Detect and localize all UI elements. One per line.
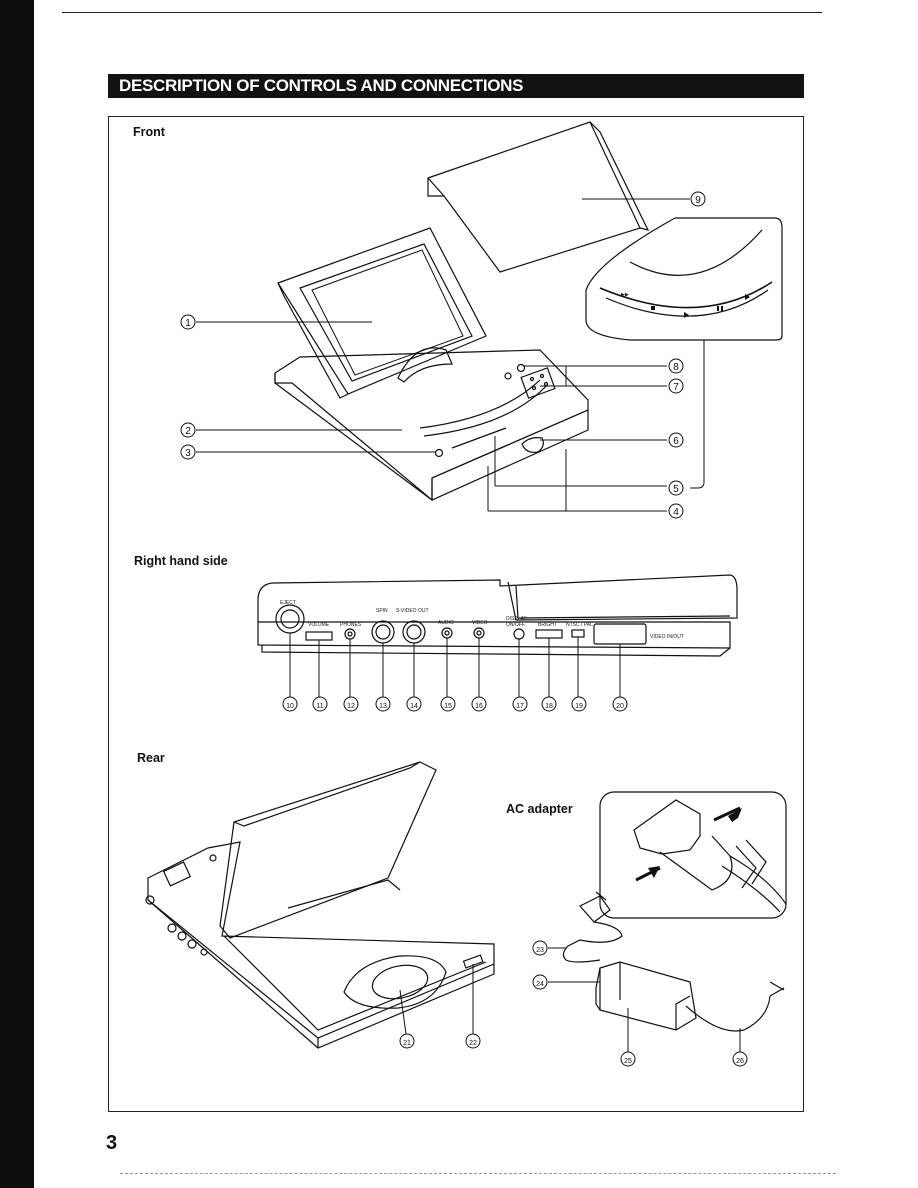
control-detail: ▶▶ bbox=[585, 217, 783, 341]
callout-20: 20 bbox=[612, 696, 628, 712]
front-view: ▶▶ bbox=[196, 121, 783, 512]
svg-text:11: 11 bbox=[316, 703, 323, 710]
callout-18: 18 bbox=[541, 696, 557, 712]
svg-text:10: 10 bbox=[286, 703, 294, 710]
svg-text:1: 1 bbox=[185, 318, 191, 329]
svg-text:12: 12 bbox=[347, 703, 355, 710]
svg-text:26: 26 bbox=[736, 1058, 744, 1065]
svg-text:7: 7 bbox=[673, 382, 679, 393]
video-in-out-label: VIDEO IN/OUT bbox=[650, 634, 684, 640]
callout-3: 3 bbox=[180, 444, 196, 460]
svg-text:4: 4 bbox=[673, 507, 679, 518]
callout-2: 2 bbox=[180, 422, 196, 438]
callout-11: 11 bbox=[312, 696, 328, 712]
bright-label: BRIGHT bbox=[538, 622, 557, 628]
svg-text:25: 25 bbox=[624, 1058, 632, 1065]
ntsc-pal-label: NTSC / PAL bbox=[566, 622, 593, 628]
audio-label: AUDIO bbox=[438, 620, 454, 626]
callout-10: 10 bbox=[282, 696, 298, 712]
callout-markers: 1 2 3 4 5 6 7 8 9 10 11 12 13 14 15 16 1… bbox=[180, 191, 748, 1067]
lid-illustration bbox=[427, 121, 650, 273]
callout-8: 8 bbox=[668, 358, 684, 374]
on-off-label: ON/OFF bbox=[506, 622, 525, 628]
svg-text:5: 5 bbox=[673, 484, 679, 495]
phones-label: PHONES bbox=[340, 622, 362, 628]
page-title: DESCRIPTION OF CONTROLS AND CONNECTIONS bbox=[119, 76, 524, 95]
bottom-rule bbox=[120, 1173, 836, 1175]
callout-23: 23 bbox=[532, 940, 548, 956]
callout-22: 22 bbox=[465, 1033, 481, 1049]
callout-14: 14 bbox=[406, 696, 422, 712]
binding-strip bbox=[0, 0, 34, 1188]
callout-16: 16 bbox=[471, 696, 487, 712]
eject-label: EJECT bbox=[280, 600, 296, 606]
svg-text:9: 9 bbox=[695, 195, 701, 206]
svg-text:▶▶: ▶▶ bbox=[621, 292, 629, 298]
player-front bbox=[274, 227, 589, 502]
top-rule bbox=[62, 12, 822, 13]
svg-text:16: 16 bbox=[475, 703, 483, 710]
svg-text:6: 6 bbox=[673, 436, 679, 447]
callout-13: 13 bbox=[375, 696, 391, 712]
callout-9: 9 bbox=[690, 191, 706, 207]
svg-text:15: 15 bbox=[444, 703, 452, 710]
callout-26: 26 bbox=[732, 1051, 748, 1067]
rear-view bbox=[145, 761, 495, 1049]
callout-15: 15 bbox=[440, 696, 456, 712]
front-leaders bbox=[196, 198, 705, 512]
callout-19: 19 bbox=[571, 696, 587, 712]
callout-7: 7 bbox=[668, 378, 684, 394]
ac-adapter bbox=[548, 791, 787, 1052]
svg-text:23: 23 bbox=[536, 947, 544, 954]
svg-text:19: 19 bbox=[575, 703, 583, 710]
rear-label: Rear bbox=[137, 751, 165, 765]
callout-6: 6 bbox=[668, 432, 684, 448]
spin-label: SPIN bbox=[376, 608, 388, 614]
callout-25: 25 bbox=[620, 1051, 636, 1067]
callout-1: 1 bbox=[180, 314, 196, 330]
callout-4: 4 bbox=[668, 503, 684, 519]
svg-text:18: 18 bbox=[545, 703, 553, 710]
callout-12: 12 bbox=[343, 696, 359, 712]
illustration-frame bbox=[108, 116, 804, 1112]
svg-text:3: 3 bbox=[185, 448, 191, 459]
callout-17: 17 bbox=[512, 696, 528, 712]
svg-text:8: 8 bbox=[673, 362, 679, 373]
callout-24: 24 bbox=[532, 974, 548, 990]
svg-text:24: 24 bbox=[536, 981, 544, 988]
video-jack-label: VIDEO bbox=[472, 620, 488, 626]
s-video-label: S-VIDEO OUT bbox=[396, 608, 429, 614]
side-view: EJECT VOLUME PHONES SPIN S-VIDEO OUT AUD… bbox=[257, 574, 738, 697]
svg-text:13: 13 bbox=[379, 703, 387, 710]
right-side-label: Right hand side bbox=[134, 554, 228, 568]
svg-text:21: 21 bbox=[403, 1040, 411, 1047]
callout-5: 5 bbox=[668, 480, 684, 496]
page-number: 3 bbox=[106, 1132, 118, 1154]
volume-label: VOLUME bbox=[308, 622, 330, 628]
svg-text:2: 2 bbox=[185, 426, 191, 437]
svg-text:20: 20 bbox=[616, 703, 624, 710]
front-label: Front bbox=[133, 125, 165, 139]
svg-text:22: 22 bbox=[469, 1040, 477, 1047]
callout-21: 21 bbox=[399, 1033, 415, 1049]
ac-adapter-label: AC adapter bbox=[506, 802, 573, 816]
svg-text:14: 14 bbox=[410, 703, 418, 710]
section-title-bar: DESCRIPTION OF CONTROLS AND CONNECTIONS bbox=[108, 74, 804, 98]
svg-text:17: 17 bbox=[516, 703, 524, 710]
display-label: DISPLAY bbox=[506, 616, 527, 622]
